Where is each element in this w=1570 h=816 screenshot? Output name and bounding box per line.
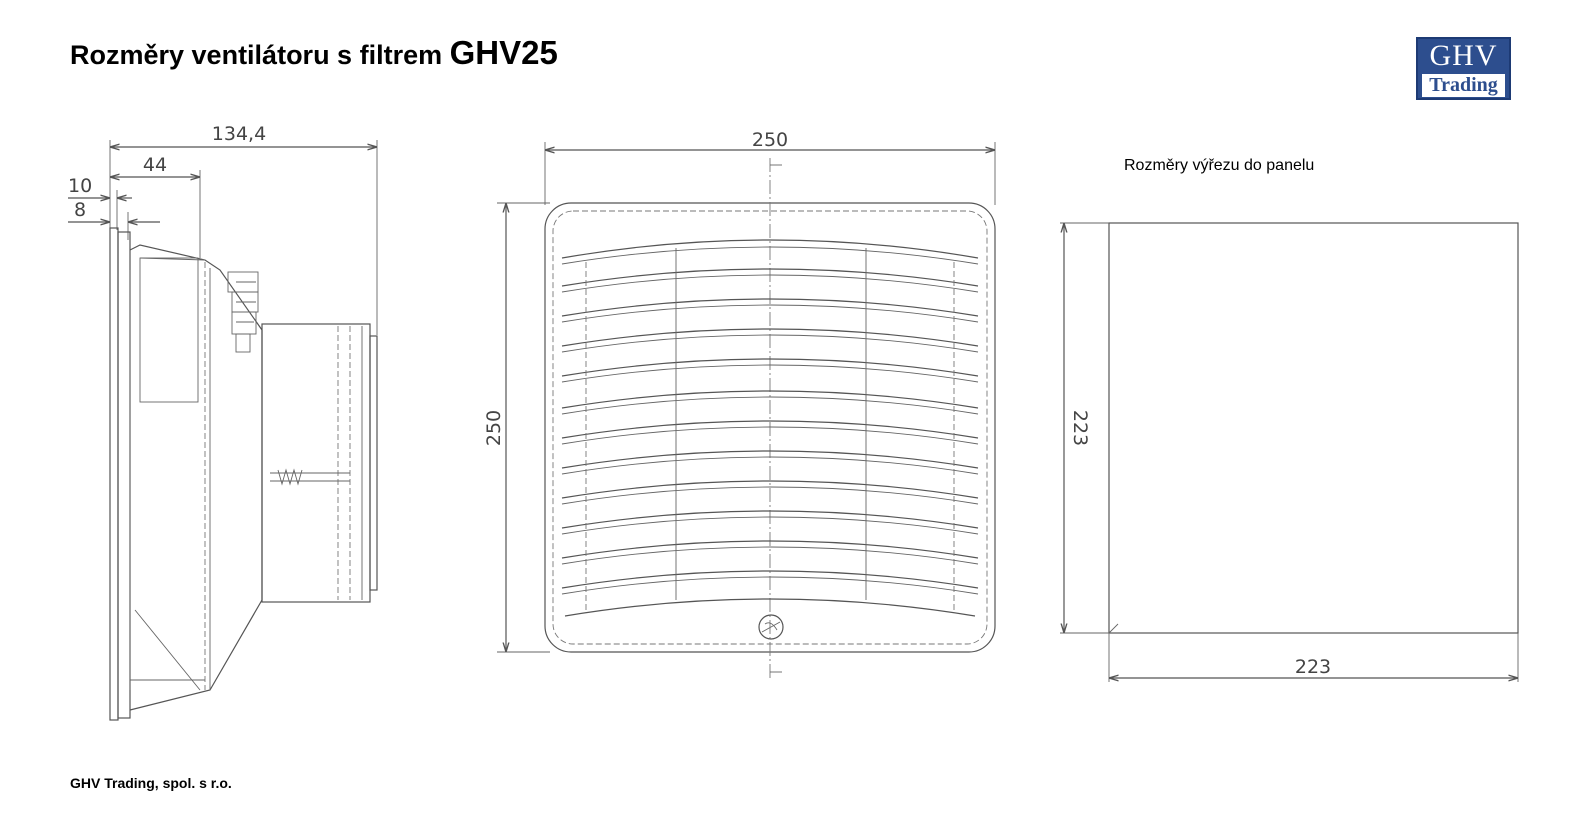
cutout-dim-height-label: 223	[1069, 410, 1091, 446]
logo-line2: Trading	[1422, 74, 1505, 97]
side-view: 134,4 44 10 8	[68, 123, 378, 721]
dim-10-label: 10	[68, 175, 92, 197]
cutout-view: 223 223	[1060, 222, 1519, 682]
dim-total-label: 134,4	[212, 123, 266, 145]
logo-line1: GHV	[1429, 39, 1498, 72]
cutout-rectangle	[1108, 222, 1519, 634]
dim-44-label: 44	[143, 154, 167, 176]
title-text: Rozměry ventilátoru s filtrem	[70, 40, 450, 70]
title-model: GHV25	[449, 34, 558, 71]
cutout-label: Rozměry výřezu do panelu	[1124, 157, 1315, 174]
company-name: GHV Trading, spol. s r.o.	[70, 775, 232, 791]
front-dim-width-label: 250	[752, 129, 788, 151]
cutout-dim-width-label: 223	[1295, 656, 1331, 678]
front-dim-height-label: 250	[483, 410, 505, 446]
front-view: 250 250	[483, 129, 996, 678]
page-title: Rozměry ventilátoru s filtrem GHV25	[70, 34, 558, 72]
dim-8-label: 8	[74, 199, 86, 221]
ghv-trading-logo: GHV Trading	[1416, 37, 1511, 100]
